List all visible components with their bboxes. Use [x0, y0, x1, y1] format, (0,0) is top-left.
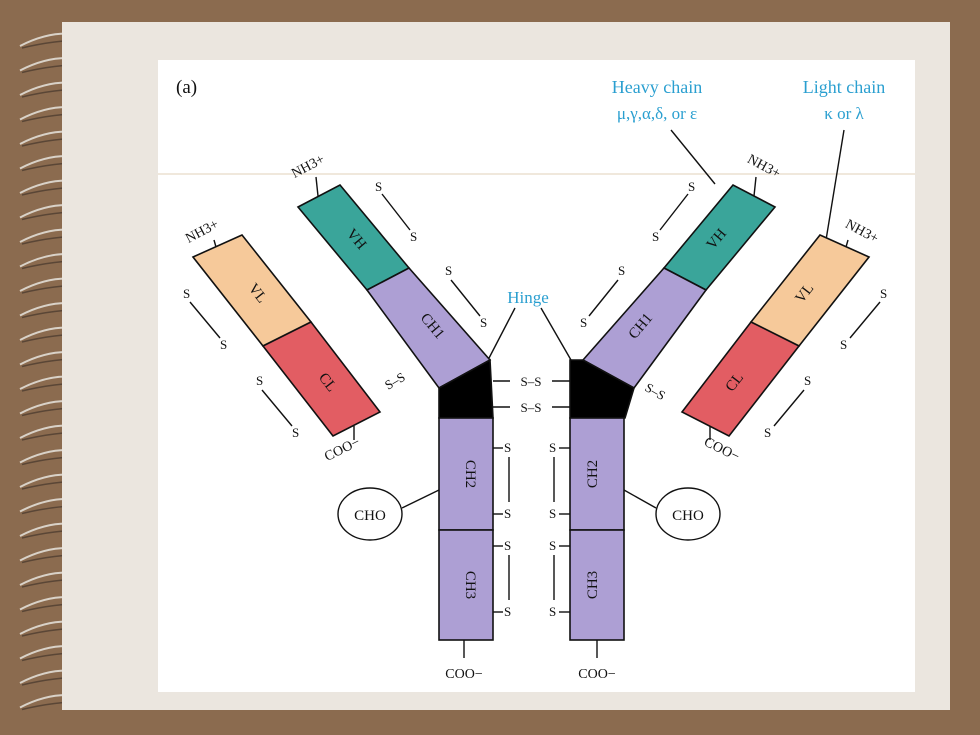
hinge-disulfide-1: S–S [521, 374, 542, 389]
right-ch1-sulfur-2: S [580, 315, 587, 330]
right-ch3-domain [569, 529, 625, 641]
fc-intrachain-disulfides: S S S S S S S S [493, 440, 570, 619]
left-light-c-terminus: COO− [322, 435, 362, 465]
right-cl-sulfur-2: S [764, 425, 771, 440]
heavy-chain-label: Heavy chain [612, 77, 702, 97]
left-light-heavy-disulfide: S–S [382, 369, 408, 392]
left-ch2-sulfur-1: S [504, 440, 511, 455]
right-ch3-sulfur-1: S [549, 538, 556, 553]
panel-label: (a) [176, 77, 197, 98]
left-cl-sulfur-1: S [256, 373, 263, 388]
left-ch1-sulfur-1: S [445, 263, 452, 278]
left-carbohydrate [337, 487, 403, 541]
antibody-structure-diagram: (a) Heavy chain μ,γ,α,δ, or ε Light chai… [158, 77, 915, 682]
right-vh-sulfur-2: S [652, 229, 659, 244]
right-heavy-n-terminus: NH3+ [745, 152, 783, 182]
right-cl-domain [680, 320, 801, 438]
light-chain-label: Light chain [803, 77, 885, 97]
right-light-heavy-disulfide: S–S [643, 380, 669, 403]
left-ch2-sulfur-2: S [504, 506, 511, 521]
right-heavy-arm: VH CH1 NH3+ S S S S [580, 152, 783, 390]
left-ch2-domain [438, 417, 494, 531]
right-light-n-terminus: NH3+ [843, 217, 881, 247]
right-hinge-block [569, 359, 635, 419]
right-ch1-sulfur-1: S [618, 263, 625, 278]
left-vh-sulfur-2: S [410, 229, 417, 244]
antibody-figure: (a) Heavy chain μ,γ,α,δ, or ε Light chai… [158, 60, 915, 692]
right-vh-sulfur-1: S [688, 179, 695, 194]
left-cho-label: CHO [354, 508, 386, 524]
hinge-pointer-right [540, 307, 572, 361]
right-vl-sulfur-1: S [880, 286, 887, 301]
left-ch3-domain [438, 529, 494, 641]
right-vl-sulfur-2: S [840, 337, 847, 352]
hinge-label: Hinge [507, 288, 549, 307]
left-heavy-n-terminus: NH3+ [289, 152, 327, 182]
left-vh-sulfur-1: S [375, 179, 382, 194]
right-cl-sulfur-1: S [804, 373, 811, 388]
heavy-chain-pointer [670, 129, 716, 185]
right-light-c-terminus: COO− [701, 435, 741, 465]
left-light-n-terminus: NH3+ [183, 217, 221, 247]
left-ch1-sulfur-2: S [480, 315, 487, 330]
hinge-disulfide-2: S–S [521, 400, 542, 415]
light-chain-types: κ or λ [824, 104, 864, 123]
right-carbohydrate [655, 487, 721, 541]
left-cl-sulfur-2: S [292, 425, 299, 440]
left-cl-domain [261, 320, 382, 438]
right-cho-label: CHO [672, 508, 704, 524]
right-ch2-sulfur-2: S [549, 506, 556, 521]
heavy-chain-types: μ,γ,α,δ, or ε [617, 104, 697, 123]
left-vl-sulfur-2: S [220, 337, 227, 352]
right-heavy-c-terminus: COO− [578, 667, 616, 682]
right-ch2-label: CH2 [585, 460, 601, 488]
right-ch2-sulfur-1: S [549, 440, 556, 455]
light-chain-pointer [825, 129, 845, 241]
hinge-pointer-left [487, 307, 516, 361]
fc-region: CH2 CH3 CH2 CH3 S–S S–S S S S S S S S S [337, 358, 721, 682]
right-ch3-sulfur-2: S [549, 604, 556, 619]
left-ch2-label: CH2 [462, 460, 478, 488]
left-ch3-sulfur-2: S [504, 604, 511, 619]
left-ch3-label: CH3 [462, 571, 478, 599]
left-vl-sulfur-1: S [183, 286, 190, 301]
right-ch3-label: CH3 [585, 571, 601, 599]
left-ch3-sulfur-1: S [504, 538, 511, 553]
left-heavy-c-terminus: COO− [445, 667, 483, 682]
